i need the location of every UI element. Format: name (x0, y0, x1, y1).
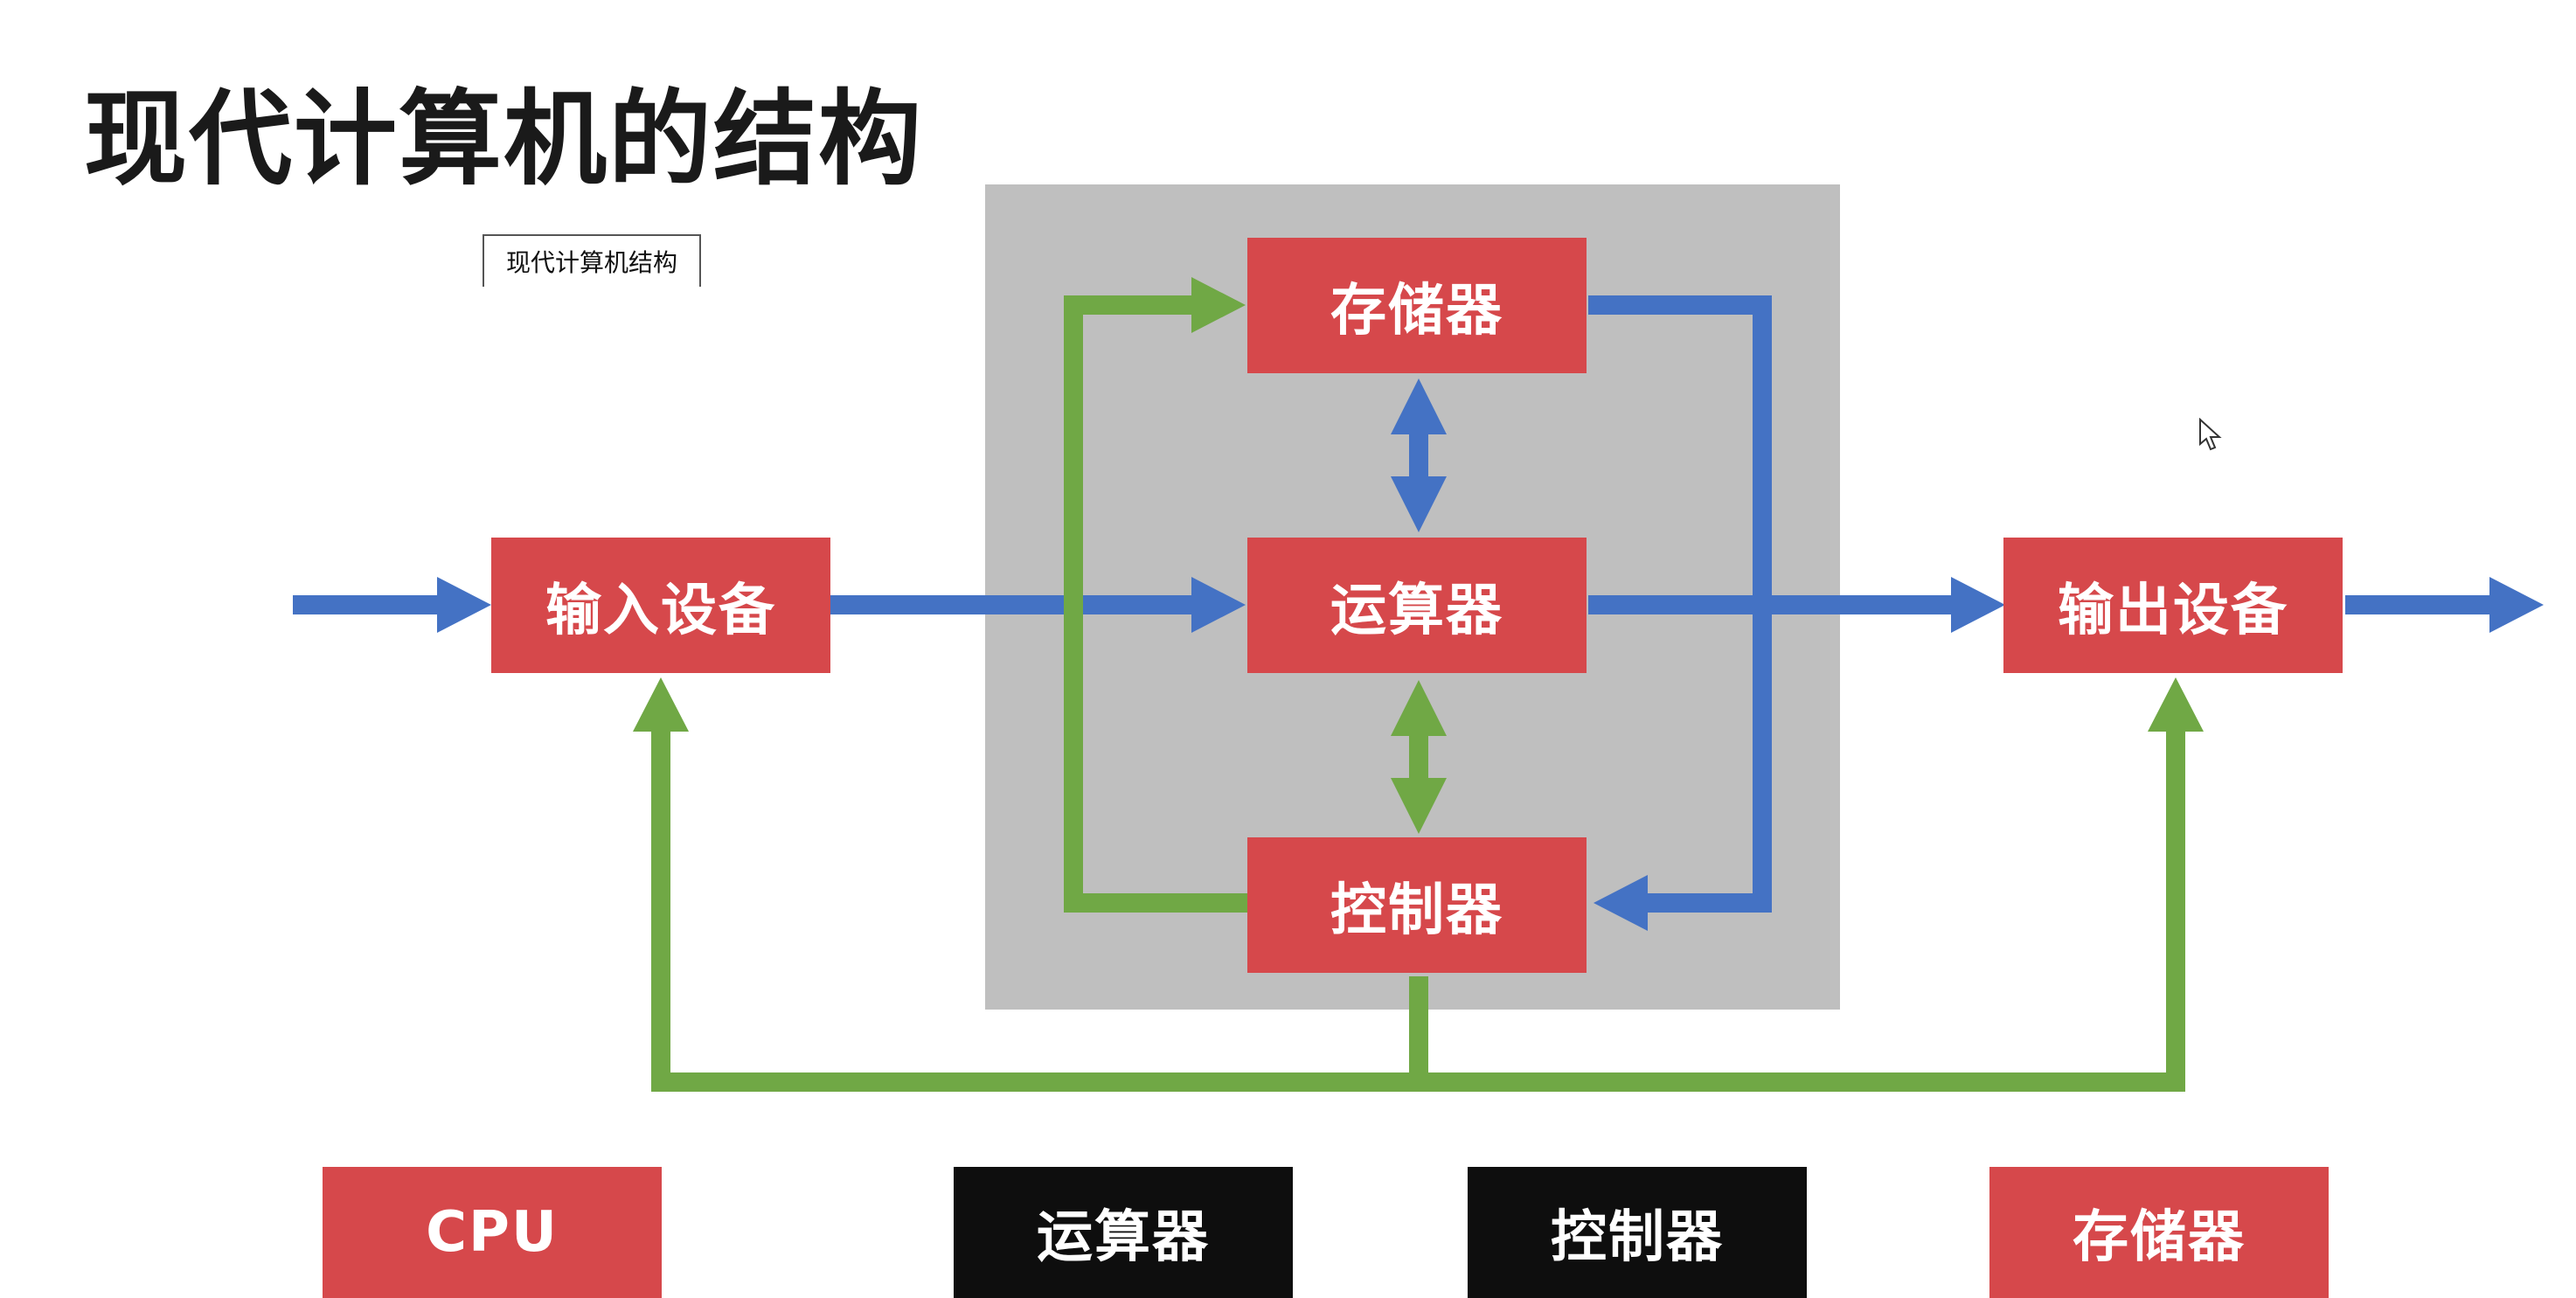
alu-node: 运算器 (1247, 538, 1587, 673)
arrow-to-input-shaft (651, 727, 670, 1092)
arrow-control-down (1409, 976, 1428, 1092)
arrow-to-input-head (633, 677, 689, 732)
arrow-mem-alu-down (1391, 476, 1447, 532)
arrow-out-shaft (2345, 595, 2494, 614)
control-flow-arrows (633, 277, 2204, 1092)
arrow-in-shaft (293, 595, 441, 614)
arrow-alu-output-shaft (1588, 595, 1955, 614)
memory-node: 存储器 (1247, 238, 1587, 373)
arrow-to-output-head (2148, 677, 2204, 732)
legend-control: 控制器 (1468, 1167, 1807, 1298)
arrow-control-left (1064, 893, 1247, 913)
arrow-mem-alu-shaft (1409, 428, 1428, 482)
arrow-alu-ctrl-up (1391, 680, 1447, 736)
arrow-alu-ctrl-shaft (1409, 730, 1428, 784)
arrow-bottom-bus (651, 1072, 2185, 1092)
arrow-alu-output-head (1951, 577, 2005, 633)
page-title: 现代计算机的结构 (84, 79, 924, 199)
arrow-memory-out (1588, 295, 1772, 315)
arrow-left-vertical (1064, 295, 1083, 913)
arrow-in-head (437, 577, 491, 633)
arrow-to-memory-head (1191, 277, 1246, 333)
arrow-to-output-shaft (2166, 727, 2185, 1092)
arrow-out-head (2489, 577, 2544, 633)
mouse-pointer-icon (2199, 418, 2222, 451)
tooltip: 现代计算机结构 (483, 234, 701, 287)
legend-cpu: CPU (323, 1167, 662, 1298)
arrow-to-control-head (1594, 875, 1648, 931)
legend-memory: 存储器 (1989, 1167, 2329, 1298)
arrow-input-alu-head (1191, 577, 1246, 633)
arrow-input-alu-shaft (829, 595, 1196, 614)
arrow-to-memory-shaft (1064, 295, 1195, 315)
data-flow-arrows (293, 295, 2544, 931)
arrow-alu-ctrl-down (1391, 778, 1447, 834)
input-device-node: 输入设备 (491, 538, 830, 673)
output-device-node: 输出设备 (2003, 538, 2343, 673)
arrow-to-control-shaft (1643, 893, 1772, 913)
control-node: 控制器 (1247, 837, 1587, 973)
legend-alu: 运算器 (954, 1167, 1293, 1298)
arrow-mem-alu-up (1391, 378, 1447, 434)
